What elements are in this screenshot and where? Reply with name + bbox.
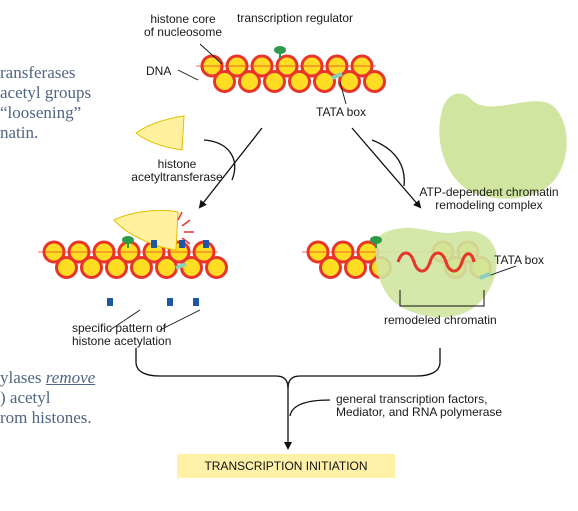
side-top-line-4: natin. bbox=[0, 123, 39, 142]
specific-pattern-label: specific pattern of histone acetylation bbox=[72, 321, 172, 348]
transcription-initiation-box bbox=[177, 454, 395, 478]
histone-bead bbox=[319, 256, 342, 279]
atp-complex-label: ATP-dependent chromatin remodeling compl… bbox=[419, 185, 559, 212]
acetyl-group-icon bbox=[179, 240, 185, 248]
histone-bead bbox=[67, 240, 91, 264]
histone-bead bbox=[313, 70, 336, 93]
tata-right-leader bbox=[487, 265, 517, 277]
histone-bead bbox=[225, 54, 249, 78]
general-factors-arrow bbox=[289, 399, 331, 417]
histone-bead bbox=[213, 70, 236, 93]
remodeled-bracket bbox=[399, 290, 485, 307]
tata-box-mark bbox=[175, 262, 187, 270]
histone-bead bbox=[130, 256, 153, 279]
tata-top-leader bbox=[339, 81, 347, 105]
top-nucleosome-array bbox=[196, 54, 386, 93]
converge-left bbox=[135, 348, 289, 389]
histone-bead bbox=[331, 240, 355, 264]
acetyl-group-icon bbox=[203, 240, 209, 248]
remodeled-chromatin-label: remodeled chromatin bbox=[384, 313, 497, 327]
dna-label: DNA bbox=[146, 64, 172, 78]
histone-acetyltransferase-label: histone acetyltransferase bbox=[131, 157, 223, 184]
tata-box-right-label: TATA box bbox=[494, 253, 545, 267]
bound-remodeling-complex-shape bbox=[375, 227, 497, 318]
histone-bead bbox=[92, 240, 116, 264]
histone-bead bbox=[263, 70, 286, 93]
acetyl-group-icon bbox=[167, 298, 173, 306]
histone-bead bbox=[300, 54, 324, 78]
side-bottom-line-1: ylases remove bbox=[0, 368, 96, 387]
histone-bead bbox=[306, 240, 330, 264]
histone-core-leader bbox=[199, 43, 223, 65]
remodeling-complex-shape bbox=[439, 93, 567, 199]
acetyl-group-icon bbox=[107, 298, 113, 306]
arrow-left bbox=[198, 127, 263, 209]
acetylation-spark bbox=[177, 211, 194, 245]
histone-bead bbox=[338, 70, 361, 93]
histone-bead bbox=[363, 70, 386, 93]
side-text-bottom: ylases remove ) acetyl rom histones. bbox=[0, 368, 95, 428]
histone-core-label: histone core of nucleosome bbox=[143, 12, 223, 39]
transcription-regulator-icon bbox=[370, 236, 382, 244]
histone-bead bbox=[200, 54, 224, 78]
acetyl-group-icon bbox=[151, 240, 157, 248]
dna-leader bbox=[177, 69, 199, 81]
histone-bead bbox=[344, 256, 367, 279]
arrow-right-input bbox=[371, 139, 405, 187]
transcription-initiation-label: TRANSCRIPTION INITIATION bbox=[204, 459, 368, 473]
arrow-right bbox=[351, 127, 422, 209]
histone-bead bbox=[275, 54, 299, 78]
side-top-line-3: “loosening” bbox=[0, 103, 82, 122]
histone-bead bbox=[205, 256, 228, 279]
histone-bead bbox=[55, 256, 78, 279]
histone-bead bbox=[42, 240, 66, 264]
side-bottom-line-2: ) acetyl bbox=[0, 388, 51, 407]
pattern-leader-2 bbox=[159, 309, 201, 331]
histone-bead bbox=[288, 70, 311, 93]
histone-bead bbox=[105, 256, 128, 279]
remove-emphasis: remove bbox=[45, 368, 96, 387]
side-top-line-2: acetyl groups bbox=[0, 83, 92, 102]
pattern-leader-1 bbox=[109, 309, 141, 331]
tata-box-mark bbox=[479, 272, 491, 280]
arrow-left-input bbox=[203, 139, 236, 181]
left-nucleosome-array bbox=[38, 240, 228, 279]
tata-box-top-label: TATA box bbox=[316, 105, 367, 119]
histone-bead bbox=[80, 256, 103, 279]
transcription-regulator-label: transcription regulator bbox=[237, 11, 354, 25]
histone-acetyltransferase-shape bbox=[135, 115, 185, 151]
tata-box-mark bbox=[331, 72, 343, 80]
transcription-regulator-icon bbox=[122, 236, 134, 244]
remodeled-dna-loop bbox=[396, 251, 476, 273]
histone-bead bbox=[238, 70, 261, 93]
histone-bead bbox=[250, 54, 274, 78]
transcription-regulator-icon bbox=[274, 46, 286, 54]
general-factors-label: general transcription factors, Mediator,… bbox=[336, 392, 503, 419]
acetyl-group-icon bbox=[193, 298, 199, 306]
bound-acetyltransferase-shape bbox=[113, 209, 179, 251]
histone-bead bbox=[350, 54, 374, 78]
converge-right bbox=[287, 348, 441, 389]
side-bottom-line-3: rom histones. bbox=[0, 408, 92, 427]
side-top-line-1: ransferases bbox=[0, 63, 76, 82]
side-text-top: ransferases acetyl groups “loosening” na… bbox=[0, 63, 91, 143]
